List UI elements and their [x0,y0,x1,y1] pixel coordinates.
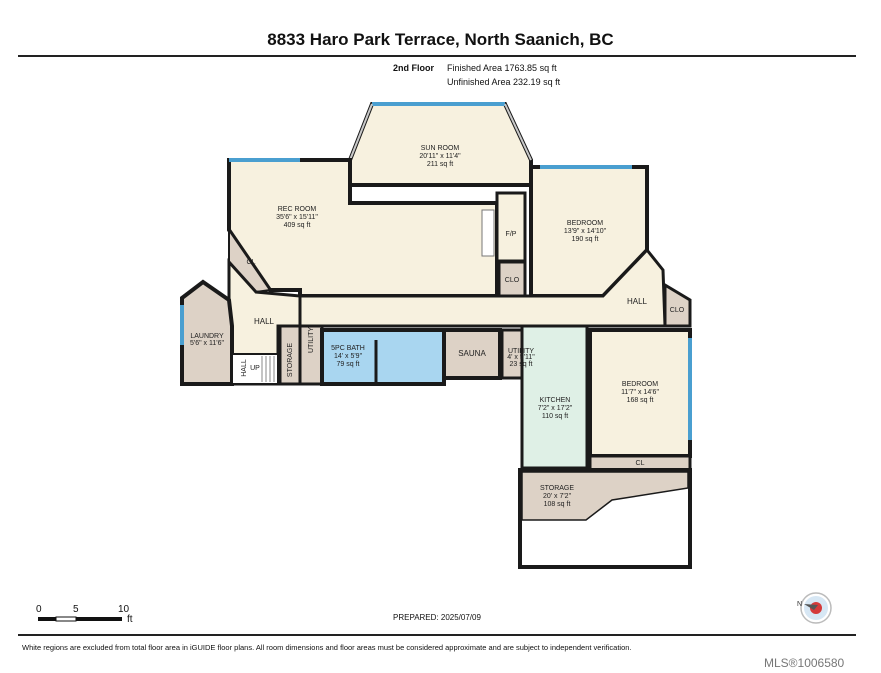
hall-small-label: HALL [241,359,248,377]
scale-unit: ft [127,614,133,625]
mls-number: MLS®1006580 [764,656,845,670]
sauna [442,328,502,380]
rec-room-dims: 35'6" x 15'11" [276,214,318,221]
bedroom-2-area: 168 sq ft [627,397,654,404]
fireplace-label: F/P [506,231,517,238]
laundry-dims: 5'6" x 11'6" [190,340,224,347]
sauna-label: SAUNA [458,349,486,358]
storage-2-dims: 20' x 7'2" [543,493,572,500]
hall-right-label: HALL [627,297,648,306]
scale-bar [38,616,122,622]
utility-1-label: UTILITY [308,327,315,353]
storage-2-name: STORAGE [540,485,574,492]
sun-room-dims: 20'11" x 11'4" [419,153,461,160]
bath-area: 79 sq ft [337,361,360,368]
bedroom-1-dims: 13'9" x 14'10" [564,228,607,235]
rec-room-name: REC ROOM [278,206,317,213]
floor-label: 2nd Floor [393,63,434,73]
storage-2-area: 108 sq ft [544,501,571,508]
kitchen-area: 110 sq ft [542,413,568,420]
stairs-up-label: UP [250,365,260,372]
compass-icon [800,592,832,624]
finished-area: Finished Area 1763.85 sq ft [447,63,557,73]
sun-room-name: SUN ROOM [421,145,460,152]
hall-left-label: HALL [254,317,275,326]
bath-dims: 14' x 5'9" [334,353,363,360]
kitchen-name: KITCHEN [540,397,571,404]
utility-2-name: UTILITY [508,348,534,355]
top-divider [18,55,856,57]
scale-tick-5: 5 [73,604,79,615]
bottom-divider [18,634,856,636]
bath [320,328,446,386]
page-title: 8833 Haro Park Terrace, North Saanich, B… [267,30,614,49]
fireplace [495,191,527,263]
bath-name: 5PC BATH [331,345,365,352]
laundry-name: LAUNDRY [190,333,224,340]
utility-2-dims: 4' x 5'11" [507,354,535,361]
storage-1-label: STORAGE [287,343,294,377]
closet-3-label: CLO [670,307,685,314]
closet-3 [663,282,692,328]
bedroom-2-dims: 11'7" x 14'6" [621,389,659,396]
closet-4-label: CL [636,460,645,467]
bedroom-2 [588,328,692,458]
unfinished-area: Unfinished Area 232.19 sq ft [447,77,561,87]
disclaimer: White regions are excluded from total fl… [22,643,632,652]
bedroom-1-area: 190 sq ft [572,236,599,243]
bedroom-2-name: BEDROOM [622,381,658,388]
closet-1-label: CLO [505,277,520,284]
compass-north-label: N [797,601,802,608]
sun-room-area: 211 sq ft [427,161,453,168]
rec-room-area: 409 sq ft [284,222,311,229]
closet-2-label: CL [247,259,256,266]
scale-tick-0: 0 [36,604,42,615]
scale-tick-10: 10 [118,604,130,615]
bedroom-1-name: BEDROOM [567,220,603,227]
laundry-room [180,279,234,386]
closet-1 [497,260,527,298]
prepared-date: PREPARED: 2025/07/09 [393,613,481,622]
kitchen-dims: 7'2" x 17'2" [538,405,573,412]
kitchen [520,324,589,470]
utility-2-area: 23 sq ft [510,361,533,368]
